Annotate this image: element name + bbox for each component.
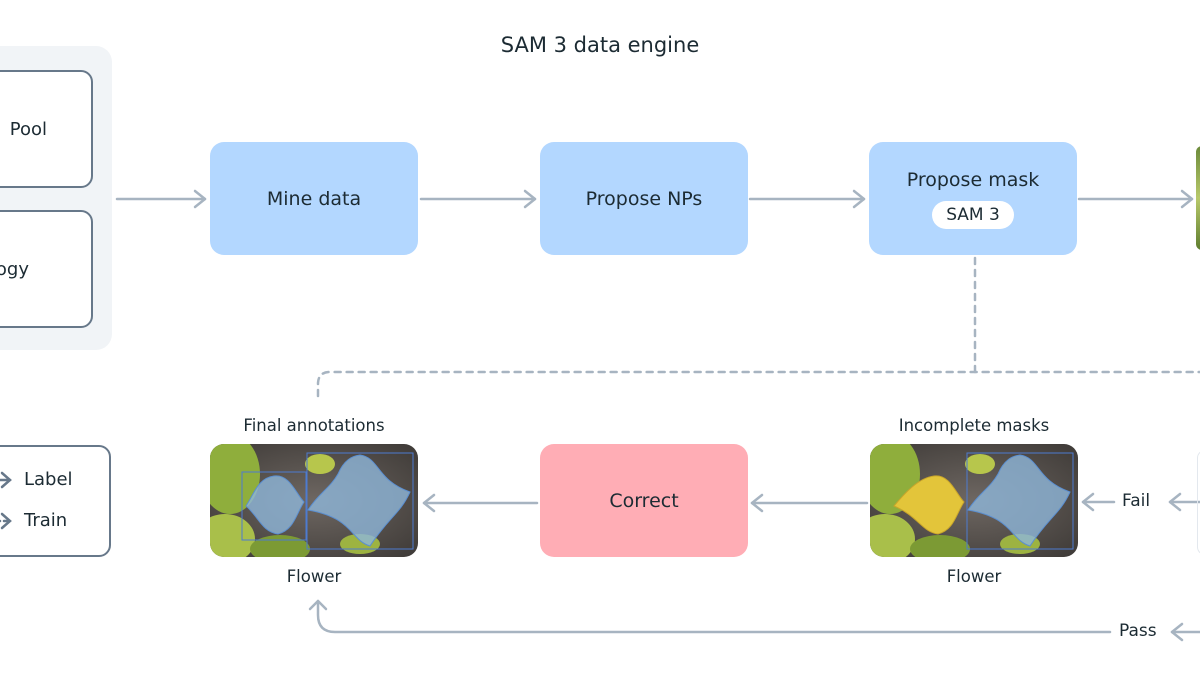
arrow-nps-to-mask xyxy=(748,189,866,209)
model-badge: SAM 3 xyxy=(932,200,1014,229)
final-annotations-image xyxy=(210,444,418,557)
diagram-title: SAM 3 data engine xyxy=(500,33,700,57)
arrow-fail xyxy=(1081,492,1200,512)
incomplete-masks-caption: Flower xyxy=(946,567,1002,586)
fail-label: Fail xyxy=(1122,491,1151,511)
solid-arrow-icon xyxy=(0,471,12,488)
step-correct-label: Correct xyxy=(609,489,679,512)
final-annotations-caption: Flower xyxy=(286,567,342,586)
legend-train-row: Train xyxy=(0,510,67,531)
verify-image-edge xyxy=(1196,146,1200,250)
final-annotations-title: Final annotations xyxy=(243,416,385,435)
step-propose-mask-label: Propose mask xyxy=(906,168,1040,191)
step-propose-nps-label: Propose NPs xyxy=(585,187,703,210)
source-pool-label: Pool xyxy=(9,118,47,140)
step-propose-mask: Propose mask SAM 3 xyxy=(869,142,1077,255)
incomplete-masks-title: Incomplete masks xyxy=(898,416,1050,435)
legend-train-text: Train xyxy=(24,510,68,531)
step-mine-data-label: Mine data xyxy=(266,187,362,210)
step-correct: Correct xyxy=(540,444,748,557)
source-ontology-label: ogy xyxy=(0,258,29,280)
step-propose-nps: Propose NPs xyxy=(540,142,748,255)
source-ontology: ogy xyxy=(0,210,93,328)
legend: Label Train xyxy=(0,445,111,557)
arrow-mine-to-nps xyxy=(419,189,537,209)
flower-photo-final xyxy=(210,444,418,557)
pass-label: Pass xyxy=(1119,621,1157,641)
dashed-arrow-icon xyxy=(0,512,12,529)
arrow-pass xyxy=(308,599,1200,642)
step-mine-data: Mine data xyxy=(210,142,418,255)
arrow-panel-to-mine xyxy=(115,189,207,209)
legend-label-text: Label xyxy=(24,469,73,490)
arrow-correct-to-final xyxy=(422,493,539,513)
source-pool: Pool xyxy=(0,70,93,188)
train-feedback-dashed xyxy=(316,243,1200,398)
incomplete-masks-image xyxy=(870,444,1078,557)
arrow-incomplete-to-correct xyxy=(750,493,869,513)
legend-label-row: Label xyxy=(0,469,73,490)
arrow-mask-to-verify xyxy=(1077,189,1194,209)
flower-photo-incomplete xyxy=(870,444,1078,557)
